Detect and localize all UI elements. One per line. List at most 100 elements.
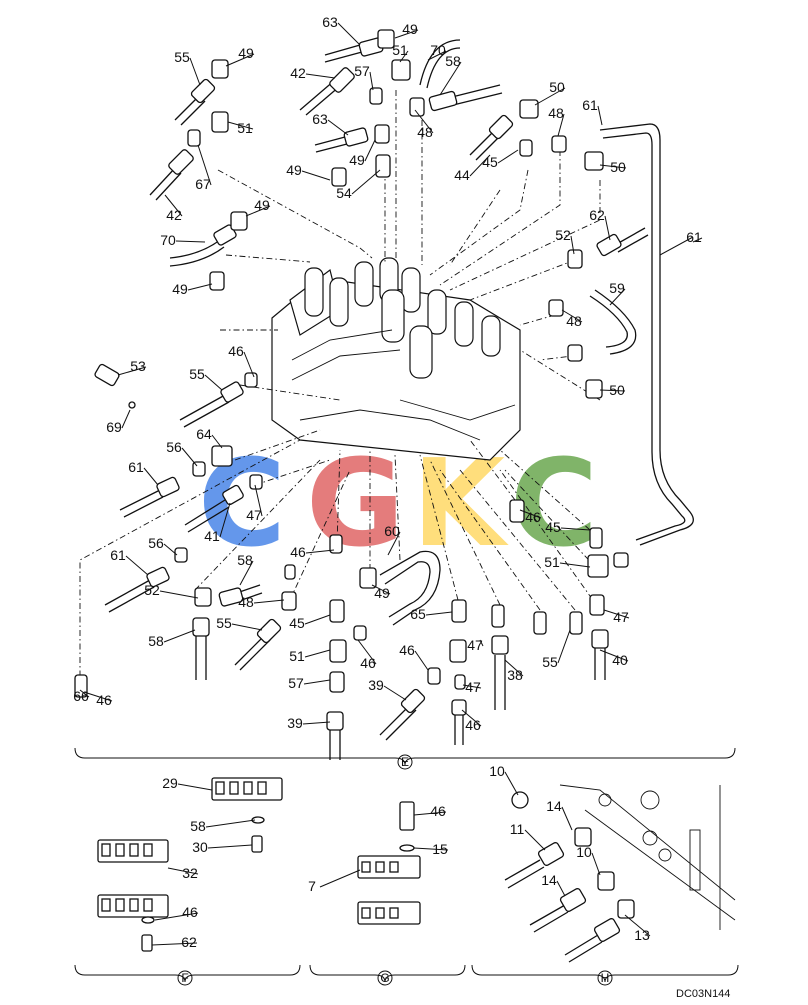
callout-leader (383, 685, 407, 701)
callout-leader (414, 109, 434, 134)
callout-number: 56 (148, 535, 164, 551)
callout-leader (364, 139, 376, 162)
callout-number: 62 (181, 934, 197, 950)
callout-number: 48 (566, 313, 582, 329)
callout-57: 57 (288, 675, 331, 691)
callout-number: 46 (228, 343, 244, 359)
callout-number: 40 (612, 652, 628, 668)
callout-number: 50 (549, 79, 565, 95)
callout-number: 49 (238, 45, 254, 61)
callout-number: 39 (287, 715, 303, 731)
callout-10: 10 (576, 844, 601, 876)
callout-leader (439, 61, 462, 96)
callout-leader (239, 560, 254, 586)
callout-number: 45 (545, 519, 561, 535)
callout-63: 63 (312, 111, 349, 136)
callout-number: 47 (467, 637, 483, 653)
callout-leader (413, 811, 447, 816)
callout-leader (504, 771, 519, 796)
callout-51: 51 (289, 648, 331, 664)
callout-49: 49 (286, 162, 331, 181)
callout-leader (504, 659, 524, 677)
callout-49: 49 (172, 281, 213, 297)
callout-leader (556, 880, 566, 897)
callout-56: 56 (166, 439, 198, 467)
callout-51: 51 (544, 554, 591, 570)
callout-10: 10 (489, 763, 519, 796)
callout-leader (462, 684, 482, 689)
hose-61-long (599, 123, 694, 546)
watermark-letter-k: K (412, 435, 509, 574)
callout-55: 55 (542, 629, 571, 670)
callout-number: 13 (634, 927, 650, 943)
section-label-g: G (380, 971, 389, 985)
callout-59: 59 (609, 280, 626, 306)
callout-65: 65 (410, 606, 453, 622)
callout-49: 49 (245, 197, 271, 217)
callout-number: 46 (430, 803, 446, 819)
callout-leader (211, 434, 223, 449)
callout-number: 49 (374, 585, 390, 601)
hose-59 (589, 289, 637, 355)
callout-number: 10 (489, 763, 505, 779)
callout-number: 62 (589, 207, 605, 223)
callout-leader (245, 205, 271, 217)
callout-46: 46 (461, 709, 482, 733)
callout-number: 61 (128, 459, 144, 475)
callout-51: 51 (392, 42, 409, 63)
callout-number: 51 (237, 120, 253, 136)
callout-number: 58 (237, 552, 253, 568)
callout-leader (394, 29, 419, 39)
callout-48: 48 (238, 594, 285, 610)
callout-leader (414, 650, 429, 671)
callout-number: 38 (507, 667, 523, 683)
callout-number: 46 (465, 717, 481, 733)
callout-58: 58 (148, 629, 196, 649)
callout-leader (624, 914, 651, 937)
callout-61: 61 (686, 229, 703, 245)
callout-62: 62 (589, 207, 611, 241)
callout-leader (305, 73, 336, 79)
callout-leader (560, 527, 591, 531)
callout-number: 54 (336, 185, 352, 201)
callout-46: 46 (357, 639, 377, 671)
callout-leader (304, 614, 331, 625)
callout-number: 55 (542, 654, 558, 670)
callout-48: 48 (548, 105, 565, 137)
callout-leader (387, 531, 401, 556)
callout-leader (197, 144, 212, 186)
callout-number: 10 (576, 844, 592, 860)
callout-leader (357, 639, 377, 665)
watermark-letter-g: G (306, 435, 405, 574)
callout-54: 54 (336, 169, 381, 201)
callout-leader (205, 819, 256, 828)
callout-67: 67 (195, 144, 212, 192)
callout-number: 70 (430, 42, 446, 58)
callout-leader (301, 170, 331, 181)
callout-55: 55 (189, 366, 223, 391)
callout-48: 48 (561, 309, 583, 329)
callout-52: 52 (144, 582, 199, 599)
callout-46: 46 (228, 343, 255, 378)
callout-13: 13 (624, 914, 651, 943)
callout-58: 58 (237, 552, 254, 586)
callout-number: 53 (130, 358, 146, 374)
callout-47: 47 (467, 637, 484, 653)
callout-number: 63 (322, 14, 338, 30)
callout-number: 60 (384, 523, 400, 539)
callout-leader (519, 509, 542, 519)
callout-number: 46 (399, 642, 415, 658)
callout-number: 49 (286, 162, 302, 178)
callout-29: 29 (162, 775, 213, 791)
callout-leader (219, 502, 231, 538)
callout-number: 14 (546, 798, 562, 814)
callout-number: 29 (162, 775, 178, 791)
callout-leader (399, 50, 409, 63)
callout-leader (692, 237, 703, 243)
callout-leader (303, 679, 331, 685)
callout-55: 55 (174, 49, 201, 86)
callout-leader (413, 847, 449, 851)
callout-38: 38 (504, 659, 524, 683)
callout-number: 46 (360, 655, 376, 671)
callout-46: 46 (399, 642, 429, 671)
